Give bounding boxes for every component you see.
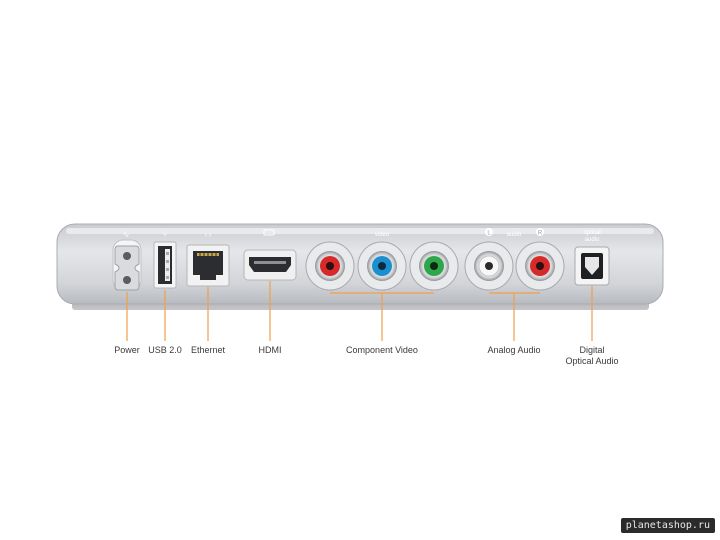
label-ethernet: Ethernet xyxy=(190,345,226,355)
watermark: planetashop.ru xyxy=(620,518,715,533)
optical-header-line1: optical xyxy=(583,230,600,236)
audio-header-text: audio xyxy=(507,232,522,238)
video-header-text: video xyxy=(375,232,390,238)
component-video-green-jack xyxy=(409,241,459,291)
label-optical-line1: Digital xyxy=(579,345,605,355)
usb-icon-glyph: ⑂ xyxy=(163,230,168,239)
power-icon-glyph: ∿ xyxy=(123,230,130,239)
label-optical-line2: Optical Audio xyxy=(565,356,619,366)
label-hdmi: HDMI xyxy=(258,345,282,355)
device-body-highlight xyxy=(66,228,654,234)
usb-port xyxy=(153,241,177,289)
audio-right-badge xyxy=(536,228,544,236)
component-video-red-jack xyxy=(305,241,355,291)
analog-audio-left-jack xyxy=(464,241,514,291)
power-port xyxy=(112,239,142,291)
ethernet-port xyxy=(186,244,230,287)
analog-audio-right-jack xyxy=(515,241,565,291)
audio-left-badge xyxy=(485,228,493,236)
hdmi-icon-glyph xyxy=(263,229,275,236)
ethernet-icon-glyph: ‹·› xyxy=(205,232,213,239)
audio-right-text: R xyxy=(538,231,543,237)
optical-audio-port xyxy=(574,246,610,286)
label-analog-audio: Analog Audio xyxy=(487,345,541,355)
label-component-video: Component Video xyxy=(346,345,418,355)
audio-left-text: L xyxy=(487,231,491,237)
label-usb: USB 2.0 xyxy=(148,345,182,355)
component-video-blue-jack xyxy=(357,241,407,291)
optical-header-line2: audio xyxy=(585,237,600,243)
label-power: Power xyxy=(114,345,140,355)
callout-lines xyxy=(126,281,593,341)
hdmi-port xyxy=(243,249,297,281)
